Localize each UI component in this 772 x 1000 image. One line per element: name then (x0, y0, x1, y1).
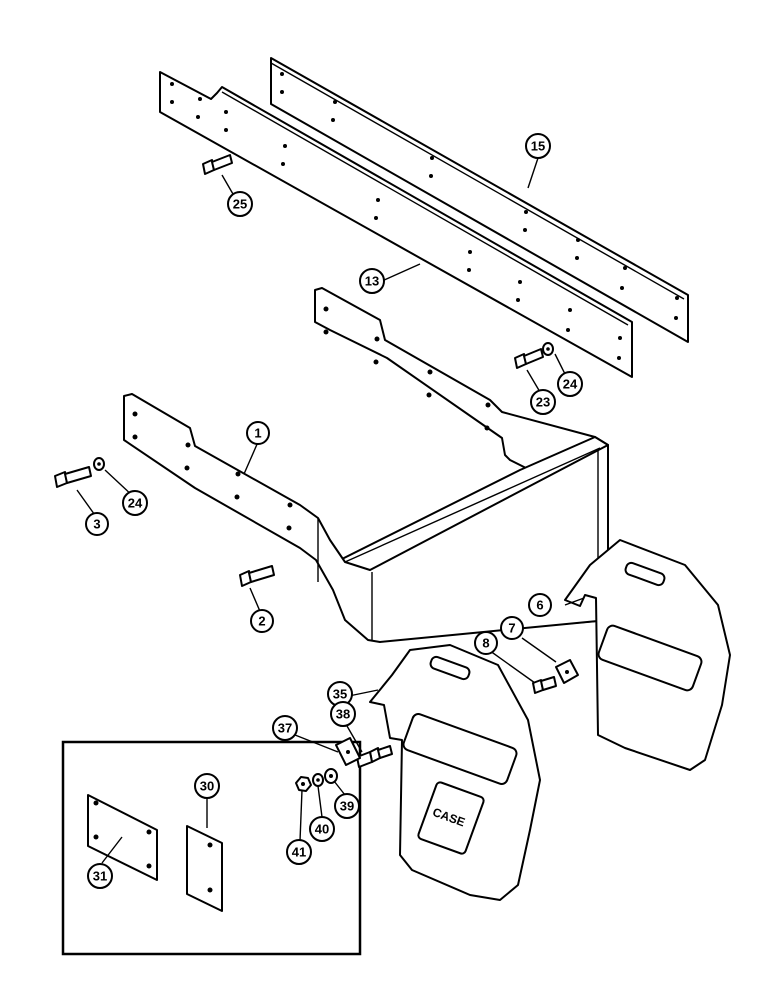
svg-text:41: 41 (292, 845, 306, 860)
svg-text:40: 40 (315, 822, 329, 837)
hardware (54, 154, 579, 792)
callout-23: 23 (530, 389, 556, 415)
callout-40: 40 (309, 816, 335, 842)
part-30-block (186, 825, 223, 912)
callout-7: 7 (500, 616, 524, 640)
svg-text:2: 2 (258, 614, 265, 629)
svg-text:23: 23 (536, 395, 550, 410)
svg-text:25: 25 (233, 197, 247, 212)
svg-text:6: 6 (536, 598, 543, 613)
bolt-3-icon (54, 466, 92, 488)
callout-41: 41 (286, 839, 312, 865)
callout-31: 31 (87, 863, 113, 889)
callout-8: 8 (474, 631, 498, 655)
plate-13 (159, 71, 633, 378)
svg-text:1: 1 (254, 426, 261, 441)
callout-38: 38 (330, 701, 356, 727)
bolt-38-icon (356, 745, 393, 768)
svg-text:24: 24 (128, 496, 143, 511)
callout-1: 1 (246, 421, 270, 445)
callout-6: 6 (528, 593, 552, 617)
svg-text:8: 8 (482, 636, 489, 651)
part-31-plate (87, 794, 158, 881)
callout-24a: 24 (557, 371, 583, 397)
callout-25: 25 (227, 191, 253, 217)
leader-lines (76, 157, 585, 864)
svg-text:30: 30 (200, 779, 214, 794)
bolt-23-icon (514, 348, 544, 369)
svg-text:31: 31 (93, 869, 107, 884)
bolt-2-icon (239, 565, 275, 587)
svg-text:35: 35 (333, 687, 347, 702)
bolt-25-icon (202, 154, 233, 175)
svg-text:38: 38 (336, 707, 350, 722)
weight-6 (564, 539, 731, 771)
svg-text:37: 37 (278, 721, 292, 736)
svg-text:24: 24 (563, 377, 578, 392)
callout-13: 13 (359, 268, 385, 294)
bracket-frame-1 (123, 287, 609, 643)
svg-text:3: 3 (93, 517, 100, 532)
inset-box (61, 740, 362, 956)
bolt-8-icon (532, 676, 557, 694)
callout-15: 15 (525, 133, 551, 159)
callout-30: 30 (194, 773, 220, 799)
callout-37: 37 (272, 715, 298, 741)
callout-2: 2 (250, 609, 274, 633)
weight-35: CASE (369, 644, 541, 901)
callout-24b: 24 (122, 490, 148, 516)
svg-text:7: 7 (508, 621, 515, 636)
callout-35: 35 (327, 681, 353, 707)
svg-text:15: 15 (531, 139, 545, 154)
svg-text:13: 13 (365, 274, 379, 289)
callout-3: 3 (85, 512, 109, 536)
svg-text:39: 39 (340, 799, 354, 814)
callout-39: 39 (334, 793, 360, 819)
plate-15 (270, 57, 689, 343)
